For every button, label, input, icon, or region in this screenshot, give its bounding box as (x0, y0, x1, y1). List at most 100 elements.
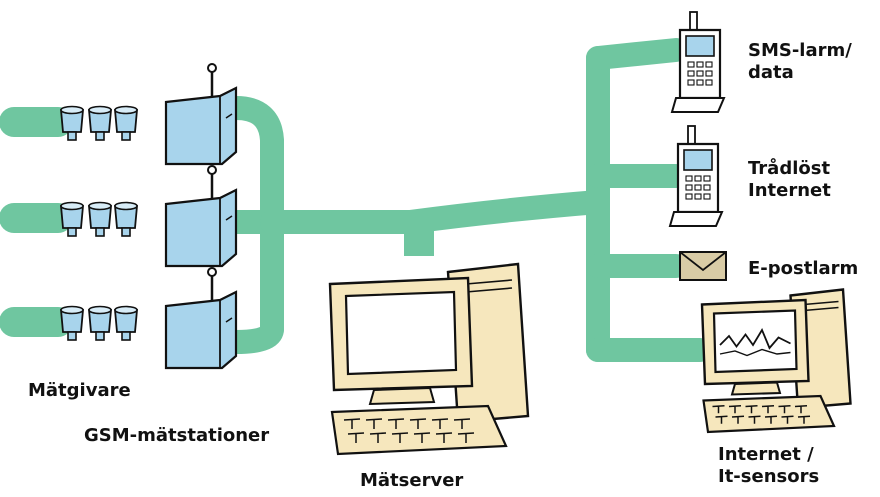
sensor-cup-rim (60, 305, 84, 315)
label-internet-client: Internet / It-sensors (718, 444, 820, 487)
sensor-cup-rim (114, 201, 138, 211)
sensor-cup-rim (88, 305, 112, 315)
keyboard-key (731, 415, 745, 424)
sensor-cup-icon (60, 201, 84, 237)
label-sms: SMS-larm/ data (748, 40, 852, 83)
keyboard-key (745, 405, 758, 414)
sensor-cup-icon (88, 305, 112, 341)
station-antenna-tip (207, 267, 217, 277)
keyboard-key (343, 418, 361, 429)
sensor-cup-icon (60, 305, 84, 341)
phone-key (687, 61, 695, 68)
station-body (164, 86, 238, 166)
sensor-cup-icon (60, 105, 84, 141)
label-gsm-stations: GSM-mätstationer (84, 425, 270, 446)
gsm-station-icon (164, 165, 238, 268)
sensor-cup-rim (60, 201, 84, 211)
computer-screen-graph (719, 348, 791, 357)
computer-drive-slot (803, 300, 839, 306)
phone-key (685, 175, 693, 182)
phone-key (694, 175, 702, 182)
phone-key (703, 184, 711, 191)
cable-network (0, 38, 712, 362)
gsm-station-icon (164, 63, 238, 166)
desktop-computer-icon (328, 262, 530, 456)
mobile-phone-icon (670, 11, 726, 113)
phone-key (705, 70, 713, 77)
phone-screen (685, 35, 715, 57)
phone-key (696, 61, 704, 68)
computer-stand (730, 381, 782, 396)
sensor-cup-stem (121, 131, 131, 141)
phone-screen (683, 149, 713, 171)
computer-keyboard (702, 394, 836, 434)
cable (586, 38, 688, 70)
keyboard-key (781, 415, 794, 424)
keyboard-key (715, 415, 728, 424)
phone-key (703, 175, 711, 182)
sensor-cup-stem (67, 227, 77, 237)
label-email-alarm: E-postlarm (748, 258, 859, 279)
keyboard-key (778, 405, 791, 414)
phone-key (685, 184, 693, 191)
phone-key (696, 79, 704, 86)
mobile-phone-icon (668, 125, 724, 227)
keyboard-key (764, 415, 778, 424)
phone-key (687, 79, 695, 86)
keyboard-key (453, 418, 471, 429)
sensor-cup-icon (114, 201, 138, 237)
keyboard-key (728, 405, 742, 414)
cable (224, 96, 284, 354)
label-server: Mätserver (360, 470, 464, 491)
sensor-cup-stem (121, 227, 131, 237)
keyboard-key (748, 415, 761, 424)
computer-screen (344, 290, 458, 376)
phone-base (670, 97, 726, 113)
computer-drive-slot (465, 279, 513, 285)
envelope-flap (679, 251, 727, 272)
cable (260, 190, 610, 234)
gsm-station-icon (164, 267, 238, 370)
keyboard-key (761, 405, 775, 414)
station-latch (225, 317, 233, 323)
phone-key (705, 79, 713, 86)
sensor-cup-rim (88, 105, 112, 115)
sensor-cup-stem (95, 131, 105, 141)
sensor-cup-icon (88, 105, 112, 141)
keyboard-key (369, 432, 387, 443)
keyboard-key (431, 418, 449, 429)
cable (404, 230, 434, 256)
phone-key (685, 193, 693, 200)
keyboard-key (387, 418, 405, 429)
label-sensors: Mätgivare (28, 380, 131, 401)
station-latch (225, 113, 233, 119)
station-antenna-tip (207, 165, 217, 175)
phone-base (668, 211, 724, 227)
phone-key (705, 61, 713, 68)
computer-screen-graph (719, 328, 791, 350)
sensor-cup-rim (114, 105, 138, 115)
keyboard-key (794, 405, 808, 414)
keyboard-key (712, 405, 725, 414)
keyboard-key (391, 432, 409, 443)
label-wireless-internet: Trådlöst Internet (748, 158, 831, 201)
computer-drive-slot (803, 306, 839, 312)
phone-key (694, 184, 702, 191)
sensor-cup-stem (95, 331, 105, 341)
station-antenna-tip (207, 63, 217, 73)
sensor-cup-rim (60, 105, 84, 115)
keyboard-key (457, 432, 475, 443)
keyboard-key (365, 418, 383, 429)
phone-key (696, 70, 704, 77)
sensor-cup-rim (88, 201, 112, 211)
phone-key (694, 193, 702, 200)
station-body (164, 290, 238, 370)
computer-stand (368, 386, 436, 406)
desktop-computer-icon (700, 288, 852, 434)
envelope-icon (679, 251, 727, 281)
envelope-body (679, 251, 727, 281)
sensor-cup-stem (67, 131, 77, 141)
keyboard-key (347, 432, 365, 443)
